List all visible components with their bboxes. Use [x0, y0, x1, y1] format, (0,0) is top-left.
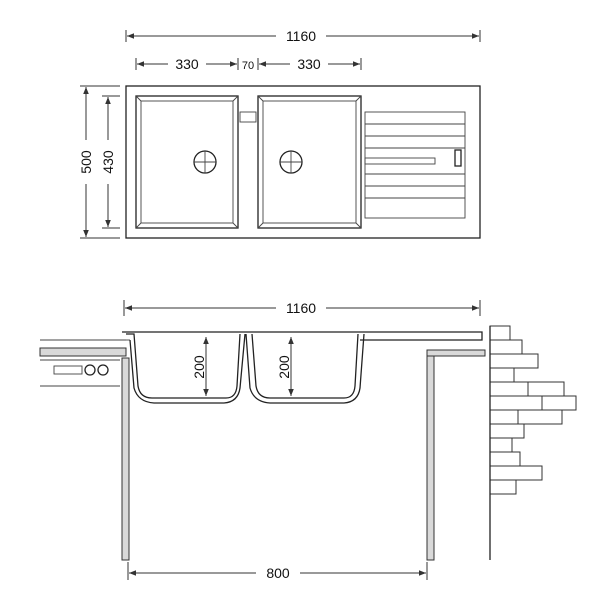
plan-view: 1160 330 70 330 500 — [78, 28, 481, 239]
control-knob-1 — [84, 364, 96, 376]
dimension-outer-height: 500 — [78, 85, 120, 239]
brick-wall — [489, 325, 577, 560]
dimension-label-outer-height: 500 — [78, 150, 94, 174]
dimension-cabinet-width: 800 — [127, 562, 428, 581]
left-bowl-section: 200 — [126, 333, 246, 404]
dimension-label-depth-left: 200 — [191, 355, 207, 379]
right-bowl — [257, 95, 362, 229]
cabinet-wall-right — [426, 351, 435, 561]
dimension-label-bowl-gap: 70 — [242, 60, 254, 72]
dimension-label-depth-right: 200 — [276, 355, 292, 379]
drainboard — [364, 111, 466, 219]
left-bowl — [135, 95, 239, 229]
cabinet-wall-left — [121, 357, 130, 561]
dimension-label-section-width: 1160 — [286, 300, 316, 316]
dimension-top-width: 1160 — [125, 28, 481, 44]
dimension-label-inner-height: 430 — [100, 150, 116, 174]
sink-outline — [125, 85, 481, 239]
dimension-label-bowl-left: 330 — [175, 56, 199, 72]
right-bowl-section: 200 — [245, 333, 365, 404]
dimension-label-bowl-right: 330 — [297, 56, 321, 72]
section-view: 1160 200 200 — [39, 300, 577, 581]
dimension-label-top-width: 1160 — [286, 28, 316, 44]
dimension-bowls: 330 70 330 — [135, 56, 362, 72]
countertop-right — [426, 349, 486, 357]
sink-rim — [122, 331, 483, 341]
dimension-section-width: 1160 — [123, 300, 481, 316]
dimension-inner-height: 430 — [100, 95, 120, 229]
countertop-left — [39, 339, 127, 387]
dimension-label-cabinet-width: 800 — [266, 565, 290, 581]
overflow-slot — [239, 111, 257, 123]
drainboard-handle — [454, 149, 462, 167]
control-knob-2 — [97, 364, 109, 376]
